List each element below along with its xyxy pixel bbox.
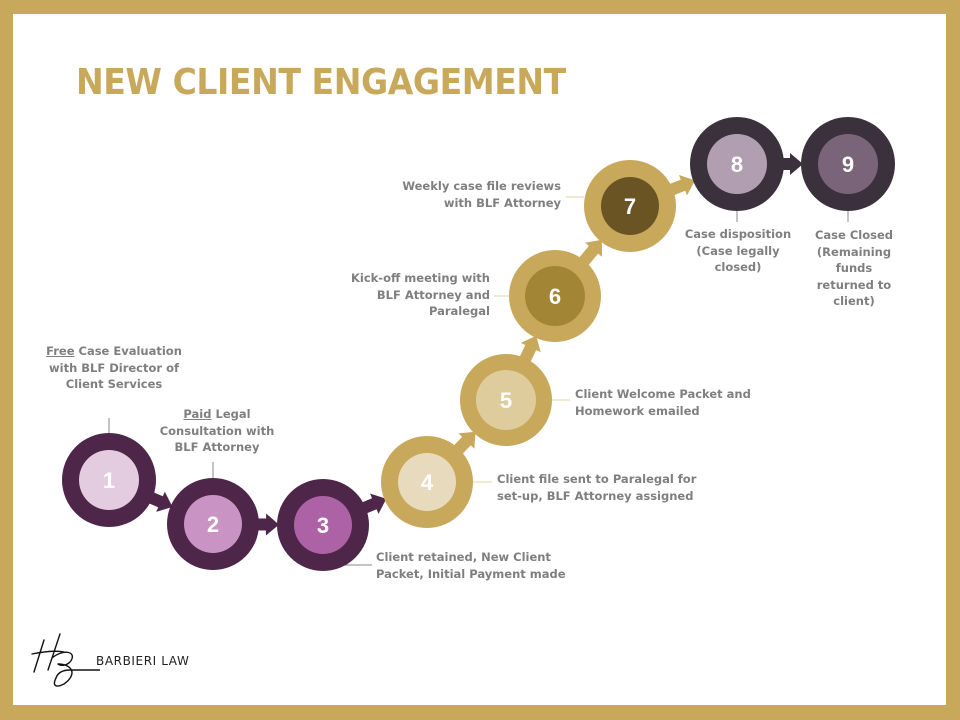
step-8-label: Case disposition (Case legally closed): [684, 227, 792, 274]
step-1-inner: [79, 450, 139, 510]
logo-text: BARBIERI LAW: [96, 654, 190, 668]
step-4-label: Client file sent to Paralegal for set-up…: [497, 472, 697, 503]
step-3-label: Client retained, New Client Packet, Init…: [376, 550, 566, 581]
step-3-inner: [294, 496, 352, 554]
step-5-number: 5: [500, 388, 512, 413]
step-1-label-text: Case Evaluation with BLF Director of Cli…: [49, 344, 182, 391]
step-7-circle: 7: [584, 160, 676, 252]
step-1-label: Free Case Evaluation with BLF Director o…: [44, 343, 184, 393]
hb-monogram-icon: [31, 633, 101, 687]
step-9-label: Case Closed (Remaining funds returned to…: [814, 228, 893, 308]
step-6-label: Kick-off meeting with BLF Attorney and P…: [350, 271, 490, 318]
arrow-8-to-9: [778, 153, 803, 175]
step-5-circle: 5: [460, 354, 552, 446]
step-4-circle: 4: [381, 436, 473, 528]
step-7-number: 7: [624, 194, 636, 219]
step-5-inner: [476, 370, 536, 430]
step-6-circle: 6: [509, 250, 601, 342]
barbieri-law-logo: BARBIERI LAW: [30, 630, 190, 692]
step-3-number: 3: [317, 513, 329, 538]
step-2-label: Paid Legal Consultation with BLF Attorne…: [147, 406, 287, 456]
step-2-label-emphasis: Paid: [183, 407, 212, 421]
page-title: NEW CLIENT ENGAGEMENT: [76, 62, 566, 103]
step-6-inner: [525, 266, 585, 326]
step-1-label-emphasis: Free: [46, 344, 75, 358]
step-9-circle: 9: [801, 117, 895, 211]
step-1-circle: 1: [62, 433, 156, 527]
step-2-number: 2: [207, 512, 219, 537]
step-2-inner: [184, 495, 242, 553]
step-5-label: Client Welcome Packet and Homework email…: [575, 387, 751, 418]
step-6-number: 6: [549, 284, 561, 309]
step-9-number: 9: [842, 152, 854, 177]
slide-frame: [13, 14, 946, 705]
step-8-inner: [707, 134, 767, 194]
step-7-label: Weekly case file reviews with BLF Attorn…: [402, 179, 561, 210]
step-9-inner: [818, 134, 878, 194]
step-4-number: 4: [421, 470, 434, 495]
step-8-circle: 8: [690, 117, 784, 211]
step-7-inner: [601, 177, 659, 235]
step-1-number: 1: [103, 468, 115, 493]
step-4-inner: [398, 453, 456, 511]
step-2-label-text: Legal Consultation with BLF Attorney: [159, 407, 275, 454]
arrow-2-to-3: [252, 513, 279, 536]
step-3-circle: 3: [277, 479, 369, 571]
step-8-number: 8: [731, 152, 743, 177]
step-2-circle: 2: [167, 478, 259, 570]
